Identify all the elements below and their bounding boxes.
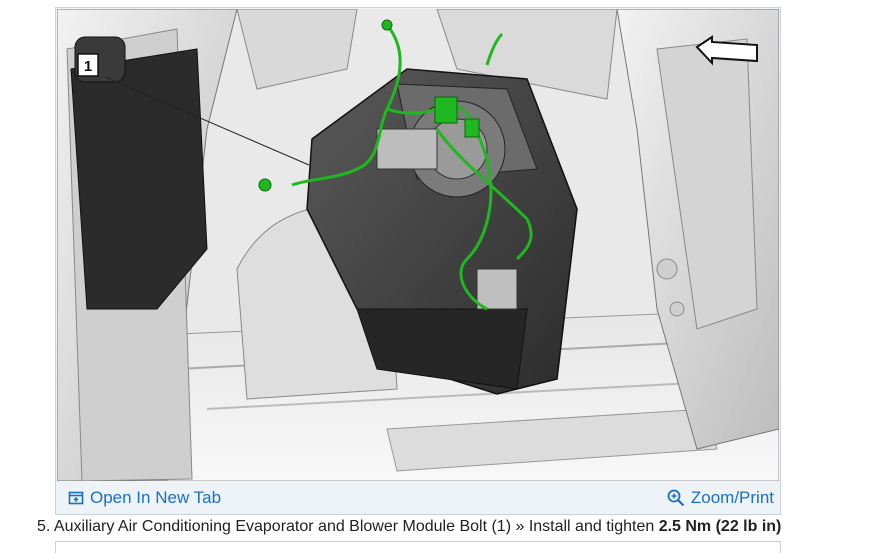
service-illustration: 1 <box>57 9 779 481</box>
open-in-new-tab-icon <box>68 491 84 505</box>
figure-toolbar: Open In New Tab Zoom/Print <box>56 482 780 514</box>
open-in-new-tab-label: Open In New Tab <box>90 488 222 507</box>
callout-number: 1 <box>84 58 92 75</box>
zoom-print-link[interactable]: Zoom/Print <box>667 488 774 508</box>
open-in-new-tab-link[interactable]: Open In New Tab <box>68 488 221 508</box>
figure-card: 1 Open In New Tab Zoom/Print <box>55 7 781 515</box>
procedure-step: 5. Auxiliary Air Conditioning Evaporator… <box>37 518 882 536</box>
zoom-print-label: Zoom/Print <box>690 488 774 507</box>
step-instruction: Auxiliary Air Conditioning Evaporator an… <box>53 518 655 535</box>
previous-step-text-cutoff <box>58 0 578 3</box>
next-figure-frame <box>55 541 781 553</box>
zoom-in-icon <box>667 489 685 507</box>
torque-spec: 2.5 Nm (22 lb in) <box>658 518 782 535</box>
step-number: 5. <box>37 518 51 535</box>
